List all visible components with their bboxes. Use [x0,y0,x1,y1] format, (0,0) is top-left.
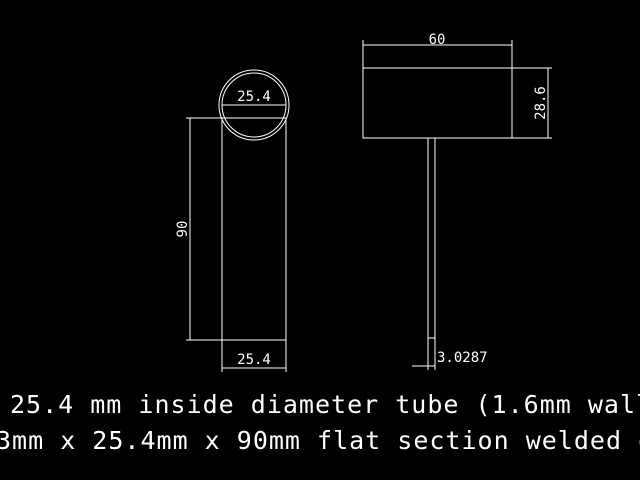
flat-section-front [221,117,287,341]
tube-diameter-dim-text: 25.4 [237,89,271,105]
length-dim-text: 90 [175,221,191,238]
tube-outer-circle [218,69,290,141]
note-line-1: 25.4 mm inside diameter tube (1.6mm wall… [10,390,640,419]
thickness-dim-text: 3.0287 [437,350,488,366]
width-dim-text: 25.4 [237,352,271,368]
plate-height-dim-text: 28.6 [533,86,549,120]
note-line-2: 3mm x 25.4mm x 90mm flat section welded … [0,426,640,455]
plate-side-view [362,67,513,139]
plate-width-dim-text: 60 [429,32,446,48]
